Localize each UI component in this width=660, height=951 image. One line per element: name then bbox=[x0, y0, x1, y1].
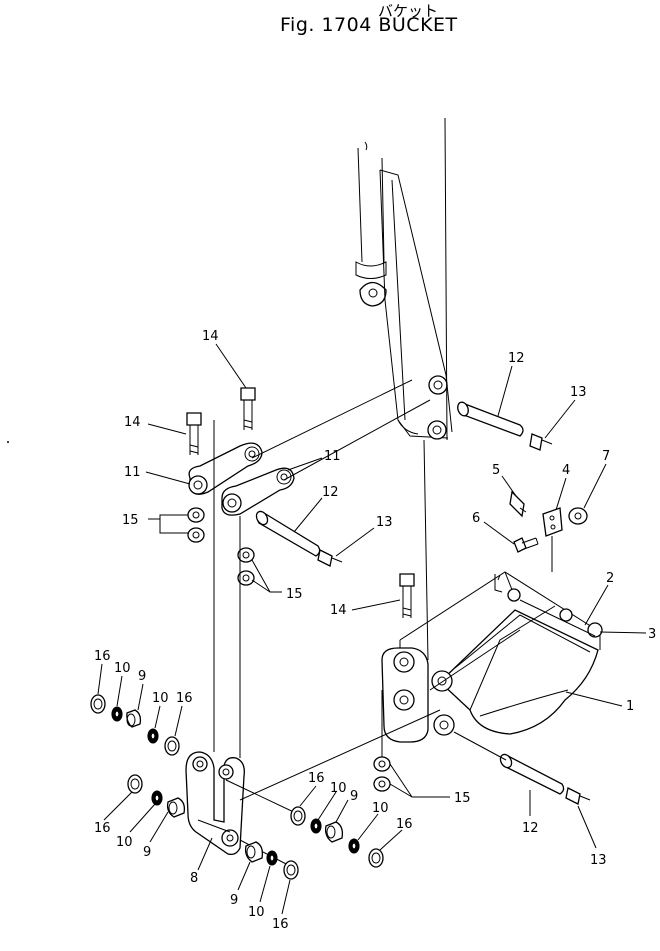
assembly-guide-lines bbox=[239, 379, 441, 801]
seal bbox=[151, 790, 163, 806]
callout-12: 12 bbox=[322, 485, 339, 500]
callout-6: 6 bbox=[472, 511, 480, 526]
callout-5: 5 bbox=[492, 463, 500, 478]
callout-16: 16 bbox=[396, 817, 413, 832]
nut bbox=[187, 507, 205, 543]
callout-9: 9 bbox=[230, 893, 238, 908]
callout-14: 14 bbox=[330, 603, 347, 618]
washer bbox=[164, 736, 180, 756]
bucket-pin bbox=[453, 731, 565, 795]
grease-fitting bbox=[565, 787, 591, 805]
callout-10: 10 bbox=[330, 781, 347, 796]
callout-10: 10 bbox=[248, 905, 265, 920]
figure-title-japanese: バケット bbox=[378, 2, 439, 20]
callout-13: 13 bbox=[590, 853, 607, 868]
callout-16: 16 bbox=[94, 821, 111, 836]
washer bbox=[127, 774, 143, 794]
seal bbox=[348, 838, 360, 854]
link-bolt bbox=[186, 412, 202, 455]
nut bbox=[373, 690, 391, 792]
link bbox=[221, 467, 295, 516]
callout-12: 12 bbox=[508, 351, 525, 366]
callout-8: 8 bbox=[190, 871, 198, 886]
callout-15: 15 bbox=[454, 791, 471, 806]
nut bbox=[237, 547, 255, 586]
bushing bbox=[126, 709, 142, 728]
arm-pin bbox=[457, 401, 524, 437]
seal bbox=[310, 818, 322, 834]
callout-10: 10 bbox=[152, 691, 169, 706]
callout-16: 16 bbox=[94, 649, 111, 664]
tooth-adapter bbox=[542, 507, 563, 572]
callout-4: 4 bbox=[562, 463, 570, 478]
bushing bbox=[244, 841, 264, 863]
callout-3: 3 bbox=[648, 627, 656, 642]
callout-15: 15 bbox=[286, 587, 303, 602]
washer bbox=[90, 694, 106, 714]
bolt bbox=[513, 537, 539, 553]
callout-1: 1 bbox=[626, 699, 634, 714]
bucket-bolt bbox=[399, 573, 415, 618]
washer bbox=[290, 806, 306, 826]
lock-clip bbox=[509, 490, 527, 518]
leader-lines bbox=[97, 343, 647, 915]
link-pin bbox=[255, 510, 321, 557]
callout-7: 7 bbox=[602, 449, 610, 464]
callout-2: 2 bbox=[606, 571, 614, 586]
seal bbox=[111, 706, 123, 722]
figure-title: Fig. 1704 BUCKET bbox=[280, 14, 458, 36]
washer bbox=[283, 860, 299, 880]
callout-14: 14 bbox=[124, 415, 141, 430]
callout-16: 16 bbox=[308, 771, 325, 786]
callout-11: 11 bbox=[324, 449, 341, 464]
grease-fitting bbox=[317, 549, 343, 567]
callout-10: 10 bbox=[114, 661, 131, 676]
callout-10: 10 bbox=[372, 801, 389, 816]
callout-14: 14 bbox=[202, 329, 219, 344]
callout-9: 9 bbox=[350, 789, 358, 804]
link-bolt bbox=[240, 387, 256, 430]
bushing bbox=[324, 821, 344, 843]
callout-labels: 1 2 3 4 5 6 7 8 9 9 9 9 10 10 10 10 10 1… bbox=[94, 329, 656, 932]
callout-16: 16 bbox=[272, 917, 289, 932]
speck bbox=[7, 441, 9, 443]
callout-9: 9 bbox=[143, 845, 151, 860]
callout-9: 9 bbox=[138, 669, 146, 684]
callout-13: 13 bbox=[376, 515, 393, 530]
washer bbox=[368, 848, 384, 868]
seal bbox=[266, 850, 278, 866]
bucket-hinge-bracket bbox=[381, 629, 521, 743]
callout-10: 10 bbox=[116, 835, 133, 850]
bucket bbox=[399, 571, 603, 735]
callout-16: 16 bbox=[176, 691, 193, 706]
bushing bbox=[166, 797, 186, 818]
callout-12: 12 bbox=[522, 821, 539, 836]
callout-13: 13 bbox=[570, 385, 587, 400]
callout-15: 15 bbox=[122, 513, 139, 528]
seal bbox=[147, 728, 159, 744]
link bbox=[188, 442, 263, 495]
bucket-cylinder-rod bbox=[355, 141, 387, 307]
nut bbox=[568, 507, 588, 525]
callout-11: 11 bbox=[124, 465, 141, 480]
h-link bbox=[185, 420, 301, 867]
arm bbox=[379, 117, 453, 441]
grease-fitting bbox=[529, 433, 553, 451]
